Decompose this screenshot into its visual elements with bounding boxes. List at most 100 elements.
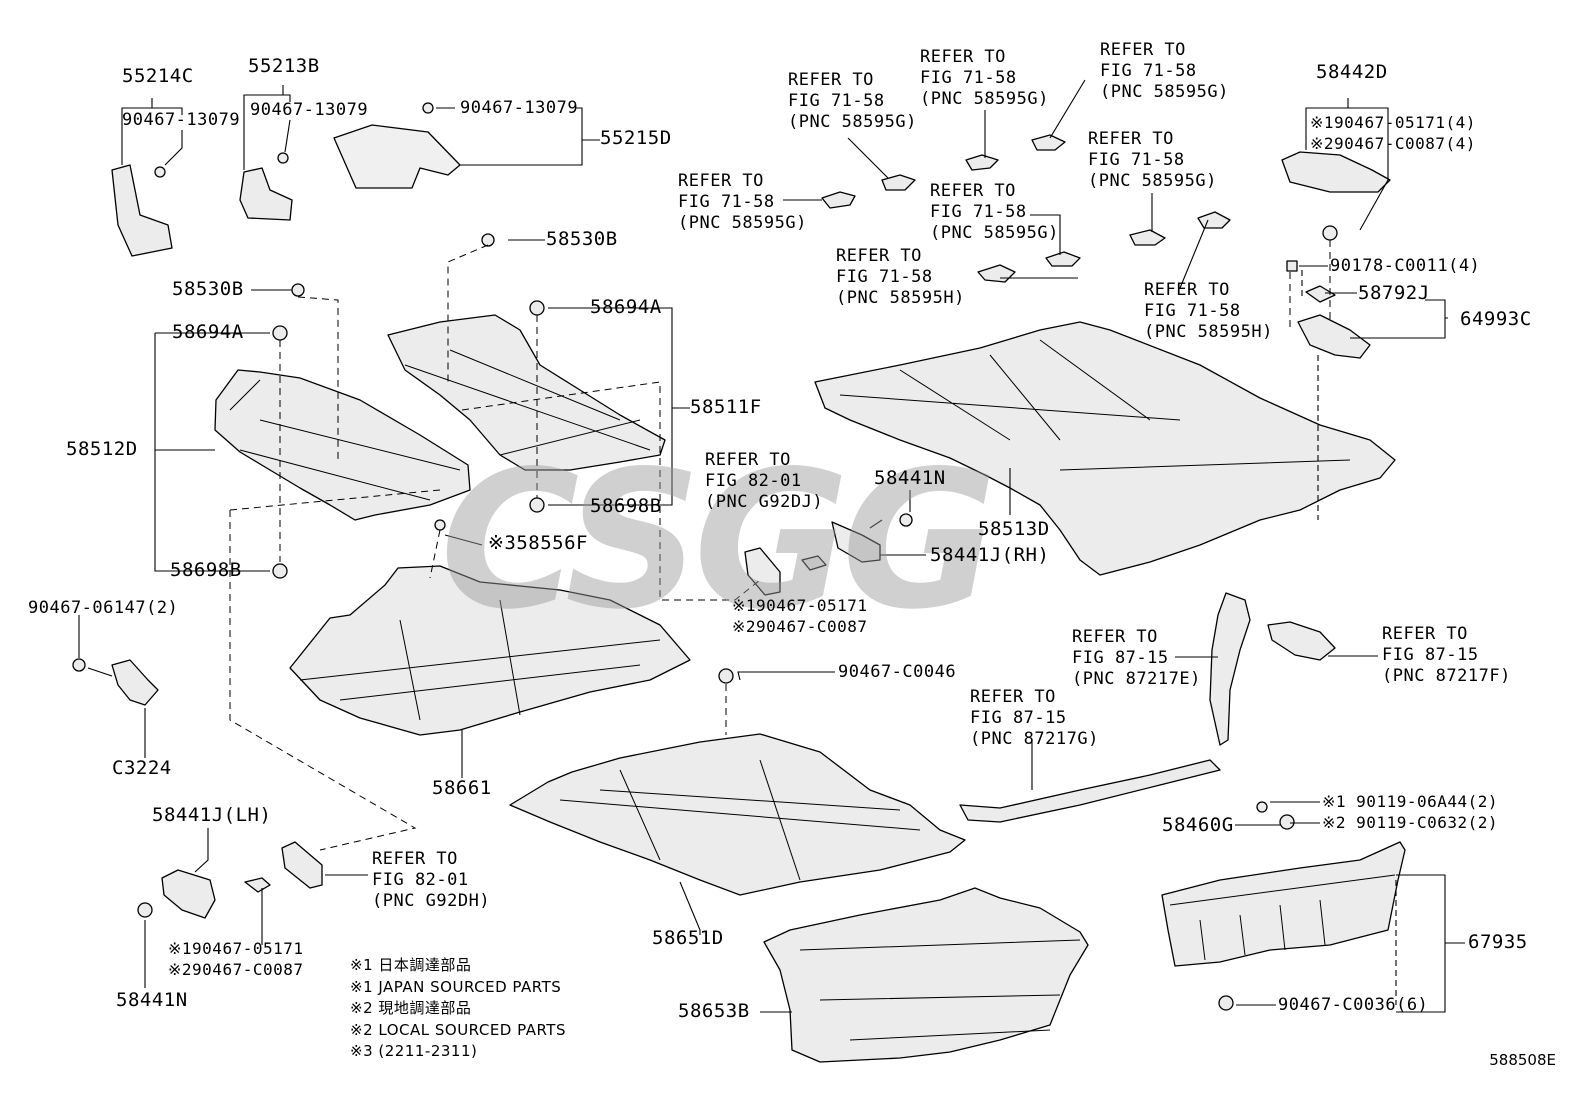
clip-58595g-3 (965, 154, 999, 171)
note-4: ※2 LOCAL SOURCED PARTS (350, 1020, 566, 1039)
label-58792j[interactable]: 58792J (1358, 282, 1430, 304)
label-67935[interactable]: 67935 (1468, 931, 1528, 953)
label-90467-06147[interactable]: 90467-06147(2) (28, 598, 179, 618)
label-58556f[interactable]: ※358556F (488, 532, 588, 554)
clip-58460g (1279, 814, 1295, 830)
part-87217e-shape (1209, 592, 1251, 746)
note-5: ※3 (2211-2311) (350, 1042, 478, 1060)
clip-58698b-left (272, 563, 288, 579)
clip-58595h-1 (977, 264, 1016, 283)
part-g92dj-shape (744, 547, 781, 596)
label-58511f[interactable]: 58511F (690, 396, 762, 418)
ref-58460g-1[interactable]: ※1 90119-06A44(2) (1322, 792, 1499, 811)
label-58441n-rh[interactable]: 58441N (874, 467, 946, 489)
label-90178-c0011[interactable]: 90178-C0011(4) (1330, 256, 1481, 276)
part-58441j-lh-shape (161, 869, 216, 919)
part-64993c-shape (1297, 314, 1371, 359)
clip-55213b (277, 152, 289, 164)
ref-58442d-1[interactable]: ※190467-05171(4) (1310, 113, 1476, 132)
label-58694a-left[interactable]: 58694A (172, 321, 244, 343)
clip-58595g-2 (881, 174, 916, 191)
clip-90467-c0046 (718, 668, 734, 684)
label-64993c[interactable]: 64993C (1460, 308, 1532, 330)
label-58513d[interactable]: 58513D (978, 518, 1050, 540)
part-55214c-shape (111, 164, 173, 257)
notes-legend: ※1 日本調達部品 ※1 JAPAN SOURCED PARTS ※2 現地調達… (350, 955, 566, 1063)
label-90467-13079-b[interactable]: 90467-13079 (250, 100, 369, 120)
label-58651d[interactable]: 58651D (652, 927, 724, 949)
label-c3224[interactable]: C3224 (112, 757, 172, 779)
label-58653b[interactable]: 58653B (678, 1000, 750, 1022)
label-55215d[interactable]: 55215D (600, 127, 672, 149)
part-67935-shape (1161, 841, 1406, 967)
label-90467-13079-c[interactable]: 90467-13079 (460, 98, 579, 118)
label-58441j-rh[interactable]: 58441J(RH) (930, 544, 1050, 566)
figure-code: 588508E (1489, 1051, 1556, 1069)
note-2: ※1 JAPAN SOURCED PARTS (350, 977, 562, 996)
part-g92dh-shape (281, 841, 323, 889)
clip-58595g-1 (821, 191, 856, 209)
label-90467-c0036[interactable]: 90467-C0036(6) (1278, 995, 1429, 1015)
ref-lh-2[interactable]: ※290467-C0087 (168, 960, 304, 979)
label-58530b-right[interactable]: 58530B (546, 228, 618, 250)
clip-55214c (154, 166, 166, 178)
part-58512d-shape (214, 369, 471, 521)
label-58530b-left[interactable]: 58530B (172, 278, 244, 300)
clip-58442d (1322, 225, 1338, 241)
nut-58441n-lh (137, 902, 153, 918)
label-90467-13079-a[interactable]: 90467-13079 (122, 110, 241, 130)
clip-58595g-4 (1031, 134, 1066, 151)
label-58441j-lh[interactable]: 58441J(LH) (152, 804, 272, 826)
label-58460g[interactable]: 58460G (1162, 814, 1234, 836)
label-55213b[interactable]: 55213B (248, 55, 320, 77)
label-58512d[interactable]: 58512D (66, 438, 138, 460)
ref-rh-2[interactable]: ※290467-C0087 (732, 617, 868, 636)
clip-rh-grille (801, 555, 827, 571)
label-58698b-left[interactable]: 58698B (170, 559, 242, 581)
clip-58792j (1305, 285, 1336, 303)
clip-90467-c0036 (1218, 995, 1234, 1011)
screw-90119 (1256, 801, 1268, 813)
clip-58530b-left (291, 283, 305, 297)
note-3: ※2 現地調達部品 (350, 999, 472, 1017)
ref-lh-1[interactable]: ※190467-05171 (168, 939, 304, 958)
clip-58595h-2 (1197, 211, 1231, 229)
ref-rh-1[interactable]: ※190467-05171 (732, 596, 868, 615)
label-58442d[interactable]: 58442D (1316, 61, 1388, 83)
label-58694a-right[interactable]: 58694A (590, 296, 662, 318)
ref-58442d-2[interactable]: ※290467-C0087(4) (1310, 134, 1476, 153)
part-87217g-shape (959, 759, 1221, 823)
part-c3224-shape (111, 659, 159, 706)
label-58661[interactable]: 58661 (432, 777, 492, 799)
label-58441n-lh[interactable]: 58441N (116, 989, 188, 1011)
part-58653b-shape (763, 887, 1089, 1063)
label-55214c[interactable]: 55214C (122, 65, 194, 87)
label-90467-c0046[interactable]: 90467-C0046 (838, 662, 957, 682)
part-58661-shape (289, 565, 691, 736)
nut-90467-06147 (72, 658, 86, 672)
clip-58595g-6 (1129, 229, 1166, 246)
part-58513d-shape (814, 321, 1396, 576)
clip-58694a-left (272, 325, 288, 341)
clip-58595g-5 (1045, 251, 1081, 267)
part-58441j-rh-shape (831, 521, 881, 563)
part-87217f-shape (1267, 621, 1336, 661)
label-58698b-right[interactable]: 58698B (590, 495, 662, 517)
watermark: CSGG (440, 430, 997, 651)
ref-58460g-2[interactable]: ※2 90119-C0632(2) (1322, 813, 1499, 832)
clip-58694a-right (529, 300, 545, 316)
